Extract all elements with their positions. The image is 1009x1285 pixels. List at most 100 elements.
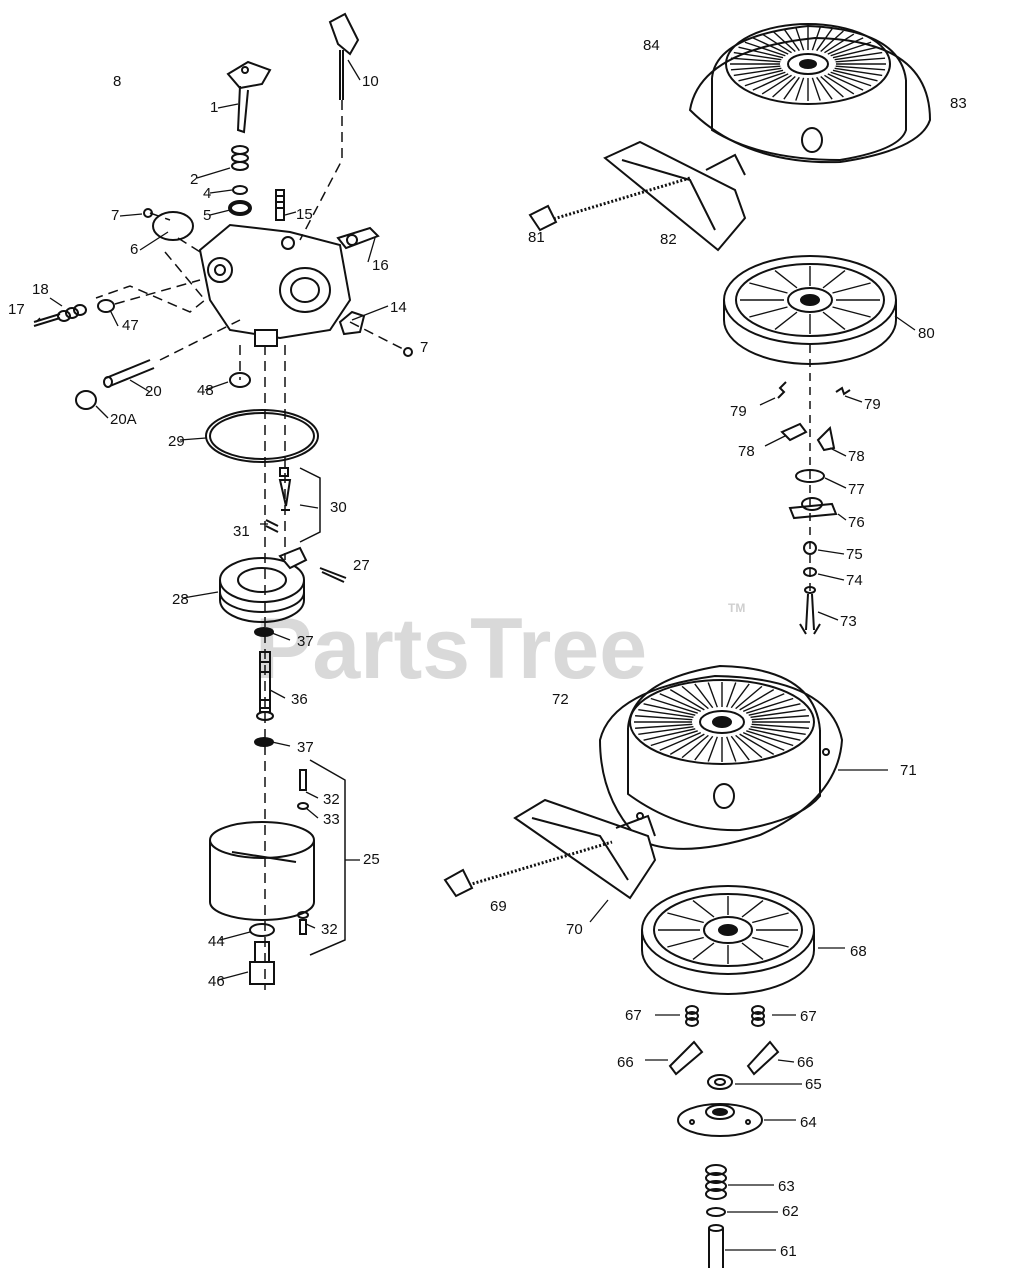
leader-line-80	[894, 315, 916, 331]
leader-line-left-9	[109, 309, 119, 327]
leader-line-75	[817, 549, 845, 555]
callout-4: 4	[203, 185, 211, 202]
callout-65: 65	[805, 1076, 822, 1093]
starter-assembly-lower	[443, 664, 844, 1268]
callout-20A: 20A	[110, 411, 137, 428]
callout-84: 84	[643, 37, 660, 54]
leader-line-left-21	[305, 923, 316, 929]
callout-30: 30	[330, 499, 347, 516]
leader-line-left-20	[217, 971, 249, 981]
part-rope-81	[528, 176, 691, 232]
callout-29: 29	[168, 433, 185, 450]
callout-61: 61	[780, 1243, 797, 1260]
pulley-68-spokes	[658, 896, 798, 964]
leader-line-74	[817, 573, 845, 581]
part-spring-67a	[685, 1005, 699, 1027]
callout-69: 69	[490, 898, 507, 915]
callout-78: 78	[738, 443, 755, 460]
part-float-bowl	[209, 821, 315, 921]
leader-line-left-17	[269, 689, 286, 699]
part-screw-32	[299, 769, 307, 791]
callout-25: 25	[363, 851, 380, 868]
leader-line-79	[759, 397, 776, 406]
leader-line-left-12	[204, 381, 229, 391]
callout-76: 76	[848, 514, 865, 531]
callout-83: 83	[950, 95, 967, 112]
callout-20: 20	[145, 383, 162, 400]
part-choke-shaft	[328, 12, 360, 100]
callout-71: 71	[900, 762, 917, 779]
callout-6: 6	[130, 241, 138, 258]
callout-78: 78	[848, 448, 865, 465]
callout-2: 2	[190, 171, 198, 188]
part-starter-housing-83	[688, 23, 932, 164]
callout-32: 32	[323, 791, 340, 808]
part-pawl-66a	[668, 1040, 704, 1076]
callout-73: 73	[840, 613, 857, 630]
leader-line-66	[777, 1059, 795, 1063]
callout-17: 17	[8, 301, 25, 318]
callout-62: 62	[782, 1203, 799, 1220]
housing-83-ribs	[730, 27, 886, 101]
callout-74: 74	[846, 572, 863, 589]
leader-line-77	[824, 477, 847, 489]
part-spring	[231, 145, 249, 171]
callout-36: 36	[291, 691, 308, 708]
part-washer-65	[707, 1074, 733, 1090]
callout-31: 31	[233, 523, 250, 540]
part-carburetor-body	[198, 223, 352, 347]
part-screw-7b	[403, 347, 413, 357]
leader-line-79	[844, 395, 863, 403]
leader-line-73	[817, 611, 839, 621]
callout-47: 47	[122, 317, 139, 334]
part-washer-37	[254, 627, 274, 637]
callout-79: 79	[730, 403, 747, 420]
callout-81: 81	[528, 229, 545, 246]
callout-16: 16	[372, 257, 389, 274]
part-spring-67b	[751, 1005, 765, 1027]
part-pawl-78a	[780, 422, 808, 442]
group-label: 8	[113, 73, 121, 90]
callout-82: 82	[660, 231, 677, 248]
leader-line-left-16	[271, 632, 291, 641]
leader-line-70	[589, 899, 609, 923]
callout-80: 80	[918, 325, 935, 342]
leader-line-78	[764, 435, 786, 447]
part-pin-61	[708, 1224, 724, 1268]
part-clip	[265, 519, 279, 533]
leader-line-left-6	[347, 59, 361, 81]
callout-18: 18	[32, 281, 49, 298]
leader-line-15	[284, 211, 297, 216]
leader-line-left-1	[196, 167, 231, 179]
callout-67: 67	[625, 1007, 642, 1024]
leader-line-left-5	[119, 213, 143, 217]
callout-15: 15	[296, 206, 313, 223]
part-fuel-fitting	[336, 226, 380, 250]
part-float	[219, 546, 308, 623]
part-pulley-68	[641, 885, 815, 995]
callout-68: 68	[850, 943, 867, 960]
callout-32: 32	[321, 921, 338, 938]
part-retainer-64	[677, 1103, 763, 1137]
part-bowl-nut	[249, 941, 275, 985]
callout-1: 1	[210, 99, 218, 116]
watermark-text: PartsTree	[255, 601, 647, 697]
part-shaft	[103, 359, 155, 388]
leader-line-left-15	[182, 591, 219, 599]
leader-line-33	[305, 807, 319, 819]
callout-33: 33	[323, 811, 340, 828]
callout-7: 7	[111, 207, 119, 224]
callout-75: 75	[846, 546, 863, 563]
leader-line-left-13	[179, 437, 207, 441]
part-pulley-80	[723, 255, 897, 365]
leader-line-left-14	[299, 504, 319, 509]
callout-72: 72	[552, 691, 569, 708]
part-idle-needle	[33, 304, 87, 327]
callout-46: 46	[208, 973, 225, 990]
callout-10: 10	[362, 73, 379, 90]
leader-line-left-3	[209, 209, 231, 216]
left-callouts: 1245671015161471718472020A48293031272837…	[8, 73, 428, 990]
